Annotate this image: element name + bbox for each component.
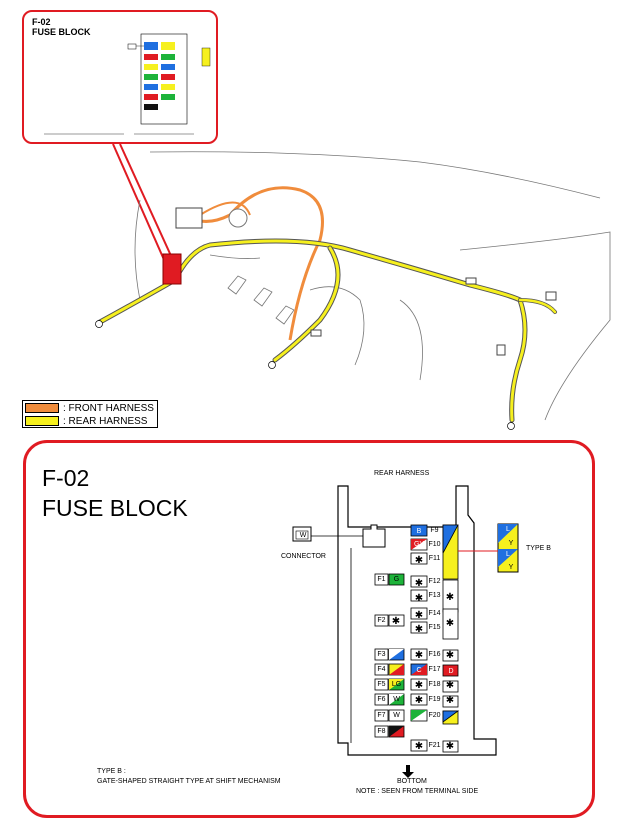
svg-text:✱: ✱ xyxy=(415,555,423,566)
fuse-f16: F16 xyxy=(428,651,441,658)
svg-text:✱: ✱ xyxy=(446,695,454,706)
fuse-block-diagram: ✱ ✱ ✱ ✱ ✱ ✱ ✱ ✱ ✱ ✱ ✱ ✱ ✱ ✱ ✱ ✱ xyxy=(292,485,519,778)
fuse-f8: F8 xyxy=(377,728,386,735)
rear-harness-label: REAR HARNESS xyxy=(374,470,430,477)
front-harness-swatch xyxy=(25,403,59,413)
thumbnail-diagram xyxy=(44,33,211,135)
legend-front: : FRONT HARNESS xyxy=(25,402,154,414)
detail-title: FUSE BLOCK xyxy=(42,495,188,521)
connector-tag: W xyxy=(299,532,307,539)
svg-text:✱: ✱ xyxy=(415,695,423,706)
svg-text:✱: ✱ xyxy=(415,610,423,621)
fuse-f17: F17 xyxy=(428,666,441,673)
thumbnail-title: F-02 FUSE BLOCK xyxy=(32,17,91,37)
wire-code-f5: LG xyxy=(391,681,402,688)
fuse-f19: F19 xyxy=(428,696,441,703)
type-b-title: TYPE B : xyxy=(97,768,126,775)
fuse-f14: F14 xyxy=(428,610,441,617)
wire-code-f10: GY xyxy=(413,541,425,548)
callout-c: C xyxy=(416,667,422,674)
fuse-f15: F15 xyxy=(428,624,441,631)
svg-text:✱: ✱ xyxy=(415,624,423,635)
typeb-wire-y1: Y xyxy=(508,540,514,547)
thumbnail-code: F-02 xyxy=(32,17,51,27)
terminal-side-note: NOTE : SEEN FROM TERMINAL SIDE xyxy=(356,788,479,795)
type-b-description: GATE-SHAPED STRAIGHT TYPE AT SHIFT MECHA… xyxy=(97,778,281,785)
detail-code: F-02 xyxy=(42,465,90,491)
typeb-wire-y2: Y xyxy=(508,564,514,571)
legend-rear-label: : REAR HARNESS xyxy=(63,415,148,427)
fuse-f11: F11 xyxy=(428,555,441,562)
fuse-f18: F18 xyxy=(428,681,441,688)
legend-front-label: : FRONT HARNESS xyxy=(63,402,154,414)
bottom-label: BOTTOM xyxy=(397,778,427,785)
fuse-f21: F21 xyxy=(428,742,441,749)
legend-rear: : REAR HARNESS xyxy=(25,415,147,427)
wire-code-f1: G xyxy=(393,576,400,583)
rear-harness-swatch xyxy=(25,416,59,426)
connector-label: CONNECTOR xyxy=(281,553,326,560)
svg-text:✱: ✱ xyxy=(446,650,454,661)
fuse-f1: F1 xyxy=(377,576,386,583)
svg-text:✱: ✱ xyxy=(415,593,423,604)
fuse-f4: F4 xyxy=(377,666,386,673)
fuse-f12: F12 xyxy=(428,578,441,585)
svg-text:✱: ✱ xyxy=(415,650,423,661)
thumbnail-name: FUSE BLOCK xyxy=(32,27,91,37)
typeb-wire-bottom: L xyxy=(506,551,510,558)
fuse-block-detail-panel: F-02 FUSE BLOCK REAR HARNESS CONNECTOR T… xyxy=(23,440,595,818)
svg-text:✱: ✱ xyxy=(415,741,423,752)
svg-text:✱: ✱ xyxy=(446,592,454,603)
thumbnail-panel: F-02 FUSE BLOCK xyxy=(22,10,218,144)
svg-text:✱: ✱ xyxy=(446,741,454,752)
wire-code-f6: W xyxy=(393,696,400,703)
svg-text:✱: ✱ xyxy=(392,616,400,627)
fuse-f6: F6 xyxy=(377,696,386,703)
fuse-f13: F13 xyxy=(428,592,441,599)
callout-b: B xyxy=(416,528,422,535)
harness-legend: : FRONT HARNESS : REAR HARNESS xyxy=(22,400,158,428)
svg-text:✱: ✱ xyxy=(415,680,423,691)
fuse-f5: F5 xyxy=(377,681,386,688)
svg-text:✱: ✱ xyxy=(446,618,454,629)
fuse-f3: F3 xyxy=(377,651,386,658)
fuse-f7: F7 xyxy=(377,712,386,719)
wire-code-f7: W xyxy=(393,712,400,719)
fuse-f20: F20 xyxy=(428,712,441,719)
fuse-f2: F2 xyxy=(377,617,386,624)
type-b-label: TYPE B xyxy=(526,545,551,552)
svg-text:✱: ✱ xyxy=(446,680,454,691)
typeb-wire-top: L xyxy=(506,526,510,533)
callout-d: D xyxy=(448,668,454,675)
svg-text:✱: ✱ xyxy=(415,578,423,589)
fuse-f9: F9 xyxy=(430,527,439,534)
fuse-f10: F10 xyxy=(428,541,441,548)
vehicle-harness-overview xyxy=(95,143,611,430)
